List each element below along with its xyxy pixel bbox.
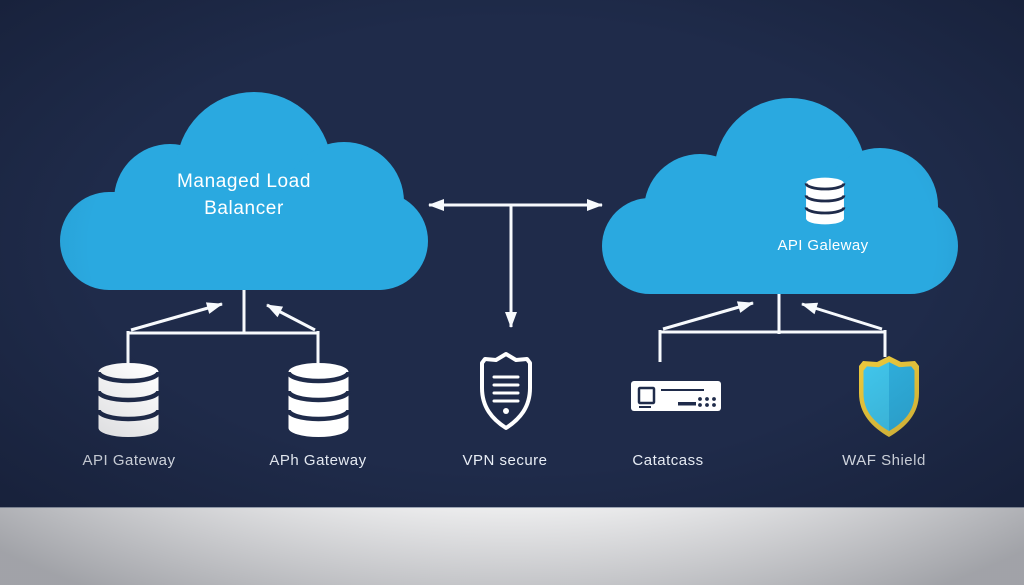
cloud-left-label: Managed Load Balancer [177, 168, 311, 222]
node-label-catatcass: Catatcass [632, 452, 704, 469]
cloud-left-shape [60, 92, 428, 290]
node-label-api-gateway-1: API Gateway [82, 452, 176, 469]
node-label-waf-shield: WAF Shield [842, 452, 926, 469]
left-branch-up-arrow-1 [130, 302, 223, 332]
waf-shield-icon [859, 356, 919, 437]
footer-strip [0, 507, 1024, 585]
right-branch-up-arrow-1 [662, 301, 754, 331]
node-label-vpn-secure: VPN secure [462, 452, 548, 469]
database-icon [286, 363, 351, 437]
database-icon [96, 363, 161, 437]
cloud-right-shape [602, 98, 958, 294]
right-branch-up-arrow-2 [801, 302, 883, 331]
shield-outline-icon [480, 352, 532, 430]
cloud-left-label-line2: Balancer [204, 198, 284, 219]
database-icon [804, 177, 846, 225]
cloud-right-label: API Galeway [777, 237, 869, 254]
left-branch-up-arrow-2 [266, 303, 316, 332]
server-icon [631, 381, 721, 411]
cloud-left-label-line1: Managed Load [177, 171, 311, 192]
node-label-api-gateway-2: APh Gateway [269, 452, 367, 469]
